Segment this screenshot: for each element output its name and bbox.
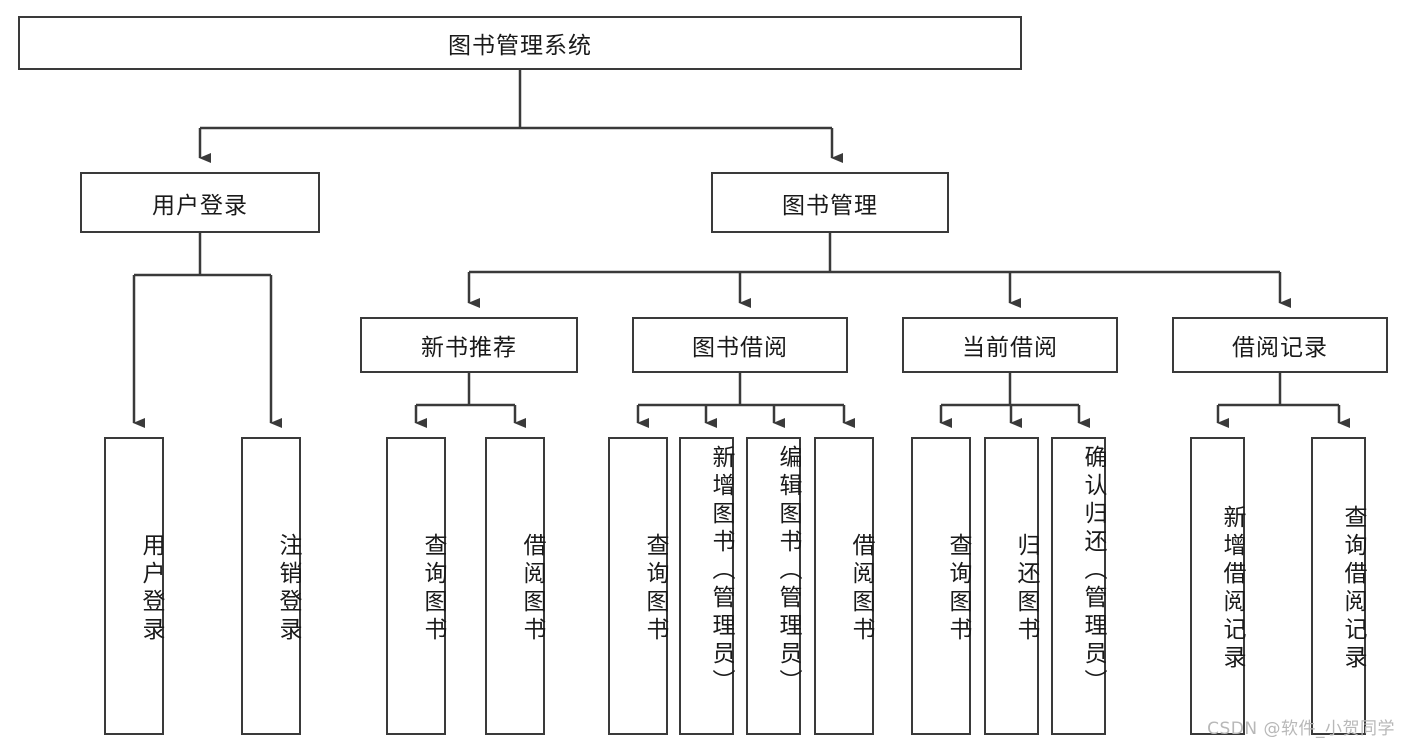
node-leaf-query-book-new[interactable]: 查询图书 (386, 437, 446, 735)
node-current-borrow[interactable]: 当前借阅 (902, 317, 1118, 373)
node-user-login[interactable]: 用户登录 (80, 172, 320, 233)
node-leaf-edit-book-admin-label: 编辑图书（管理员） (775, 445, 801, 697)
node-leaf-borrow-book-new[interactable]: 借阅图书 (485, 437, 545, 735)
node-leaf-return-book[interactable]: 归还图书 (984, 437, 1039, 735)
node-leaf-borrow-book[interactable]: 借阅图书 (814, 437, 874, 735)
node-leaf-add-book-admin-label: 新增图书（管理员） (708, 445, 734, 697)
node-leaf-user-login-label: 用户登录 (138, 533, 164, 645)
node-leaf-query-borrow-record[interactable]: 查询借阅记录 (1311, 437, 1366, 735)
node-leaf-add-borrow-record[interactable]: 新增借阅记录 (1190, 437, 1245, 735)
node-borrow-records-label: 借阅记录 (1232, 335, 1328, 361)
node-leaf-borrow-book-new-label: 借阅图书 (519, 533, 545, 645)
node-leaf-query-book-current-label: 查询图书 (945, 533, 971, 645)
node-leaf-confirm-return-admin[interactable]: 确认归还（管理员） (1051, 437, 1106, 735)
node-book-borrow-label: 图书借阅 (692, 335, 788, 361)
node-leaf-add-book-admin[interactable]: 新增图书（管理员） (679, 437, 734, 735)
watermark-text: CSDN @软件_小贺同学 (1207, 719, 1395, 739)
node-leaf-return-book-label: 归还图书 (1013, 533, 1039, 645)
node-book-management-label: 图书管理 (782, 192, 878, 219)
node-leaf-edit-book-admin[interactable]: 编辑图书（管理员） (746, 437, 801, 735)
node-leaf-query-book-borrow-label: 查询图书 (642, 533, 668, 645)
node-borrow-records[interactable]: 借阅记录 (1172, 317, 1388, 373)
node-leaf-borrow-book-label: 借阅图书 (848, 533, 874, 645)
node-new-book-recommend[interactable]: 新书推荐 (360, 317, 578, 373)
node-leaf-query-borrow-record-label: 查询借阅记录 (1340, 505, 1366, 673)
node-leaf-logout-label: 注销登录 (275, 533, 301, 645)
node-user-login-label: 用户登录 (152, 192, 248, 219)
node-book-borrow[interactable]: 图书借阅 (632, 317, 848, 373)
node-current-borrow-label: 当前借阅 (962, 335, 1058, 361)
node-leaf-user-login[interactable]: 用户登录 (104, 437, 164, 735)
node-leaf-query-book-borrow[interactable]: 查询图书 (608, 437, 668, 735)
node-leaf-add-borrow-record-label: 新增借阅记录 (1219, 505, 1245, 673)
node-new-book-recommend-label: 新书推荐 (421, 335, 517, 361)
node-leaf-confirm-return-admin-label: 确认归还（管理员） (1080, 445, 1106, 697)
node-root-label: 图书管理系统 (448, 33, 592, 59)
node-root[interactable]: 图书管理系统 (18, 16, 1022, 70)
node-book-management[interactable]: 图书管理 (711, 172, 949, 233)
node-leaf-query-book-current[interactable]: 查询图书 (911, 437, 971, 735)
node-leaf-logout[interactable]: 注销登录 (241, 437, 301, 735)
node-leaf-query-book-new-label: 查询图书 (420, 533, 446, 645)
